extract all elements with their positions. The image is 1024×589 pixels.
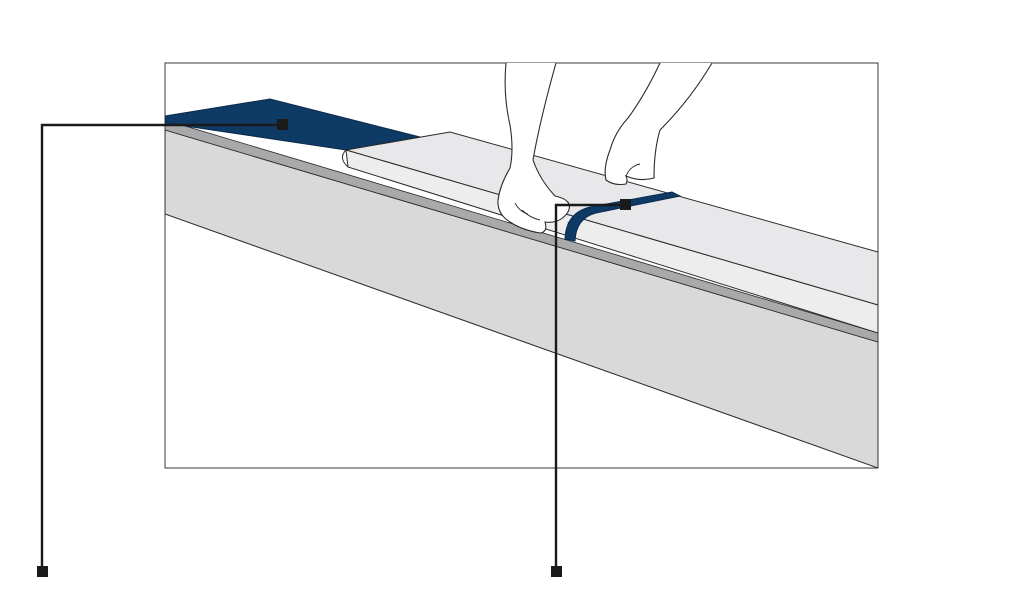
- cover-board-rounded-end: [342, 149, 349, 168]
- callout-membrane-leader: [40, 123, 283, 572]
- callout-membrane-anchor-marker: [277, 119, 288, 130]
- left-hand-illustration: [497, 62, 570, 234]
- callout-membrane: [37, 119, 288, 577]
- cover-board-front-edge: [345, 149, 878, 334]
- callout-membrane-end-marker: [37, 566, 48, 577]
- callout-seam-strip-leader: [554, 203, 626, 572]
- beam-top-strip: [165, 119, 878, 343]
- callout-seam-strip-end-marker: [551, 566, 562, 577]
- callout-seam-strip: [551, 199, 631, 577]
- callout-seam-strip-anchor-marker: [620, 199, 631, 210]
- right-hand-illustration: [604, 62, 713, 186]
